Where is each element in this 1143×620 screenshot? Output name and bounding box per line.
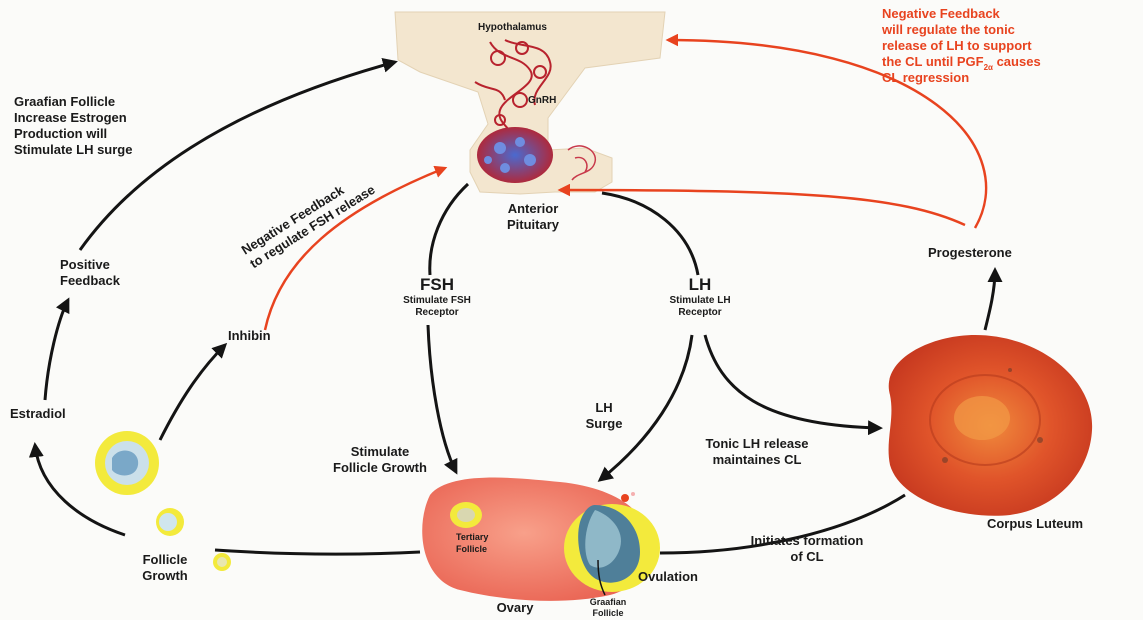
gnrh-label: GnRH [528,95,556,106]
arrow-lh-to-corpus-luteum [705,335,880,428]
lh-feedback-line-5: CL regression [882,70,969,85]
lh-surge-line-2: Surge [586,416,623,431]
arrow-progesterone-to-pituitary [560,190,965,225]
graafian-line-3: Production will [14,126,107,141]
ovary-label: Ovary [497,600,535,615]
fsh-feedback-rotated: Negative Feedback to regulate FSH releas… [239,168,378,271]
progesterone-label: Progesterone [928,245,1012,260]
lh-title: LH [689,275,712,294]
graafian-follicle-label-1: Graafian [590,597,627,607]
inhibin-label: Inhibin [228,328,271,343]
hypothalamus-graphic: Hypothalamus GnRH [395,12,665,194]
arrow-cl-to-progesterone [985,270,995,330]
lh-sub-1: Stimulate LH [669,295,730,306]
lh-feedback-line-4-tail: causes [993,54,1041,69]
positive-feedback-line-2: Feedback [60,273,121,288]
fsh-title: FSH [420,275,454,294]
lh-surge-line-1: LH [595,400,612,415]
tonic-lh-line-2: maintaines CL [713,452,802,467]
pituitary-label: Pituitary [507,217,560,232]
positive-feedback-line-1: Positive [60,257,110,272]
tertiary-follicle-label-1: Tertiary [456,532,488,542]
initiates-cl-line-2: of CL [790,549,823,564]
estradiol-label: Estradiol [10,406,66,421]
arrow-fsh-to-ovary [428,325,456,472]
graafian-follicle-label-2: Follicle [592,608,623,618]
graafian-line-1: Graafian Follicle [14,94,115,109]
arrow-pituitary-to-fsh [430,184,468,275]
tertiary-follicle-label-2: Follicle [456,544,487,554]
lh-feedback-line-2: will regulate the tonic [881,22,1015,37]
follicle-growth-line-2: Growth [142,568,188,583]
tonic-lh-line-1: Tonic LH release [705,436,808,451]
stimulate-growth-line-2: Follicle Growth [333,460,427,475]
corpus-luteum-graphic [889,335,1093,516]
lh-feedback-line-3: release of LH to support [882,38,1032,53]
graafian-line-4: Stimulate LH surge [14,142,132,157]
anterior-label: Anterior [508,201,559,216]
graafian-line-2: Increase Estrogen [14,110,127,125]
red-arrows [265,40,986,330]
line-follicle-growth-to-ovary [215,550,420,554]
lh-feedback-line-1: Negative Feedback [882,6,1001,21]
arrow-estradiol-to-positive-feedback [45,300,68,400]
stimulate-growth-line-1: Stimulate [351,444,410,459]
developing-follicles [95,431,231,571]
initiates-cl-line-1: Initiates formation [751,533,864,548]
arrow-lh-to-pituitary [602,193,698,275]
ovulation-label: Ovulation [638,569,698,584]
arrow-lh-surge-to-ovary [600,335,692,480]
follicle-growth-line-1: Follicle [143,552,188,567]
hypothalamus-label: Hypothalamus [478,22,547,33]
ovary-graphic: Tertiary Follicle [422,478,660,601]
pgf-subscript: 2α [984,63,993,72]
corpus-luteum-label: Corpus Luteum [987,516,1083,531]
lh-sub-2: Receptor [678,307,721,318]
arrow-follicle-to-inhibin [160,345,225,440]
fsh-sub-2: Receptor [415,307,458,318]
lh-feedback-line-4-main: the CL until PGF [882,54,984,69]
fsh-sub-1: Stimulate FSH [403,295,471,306]
